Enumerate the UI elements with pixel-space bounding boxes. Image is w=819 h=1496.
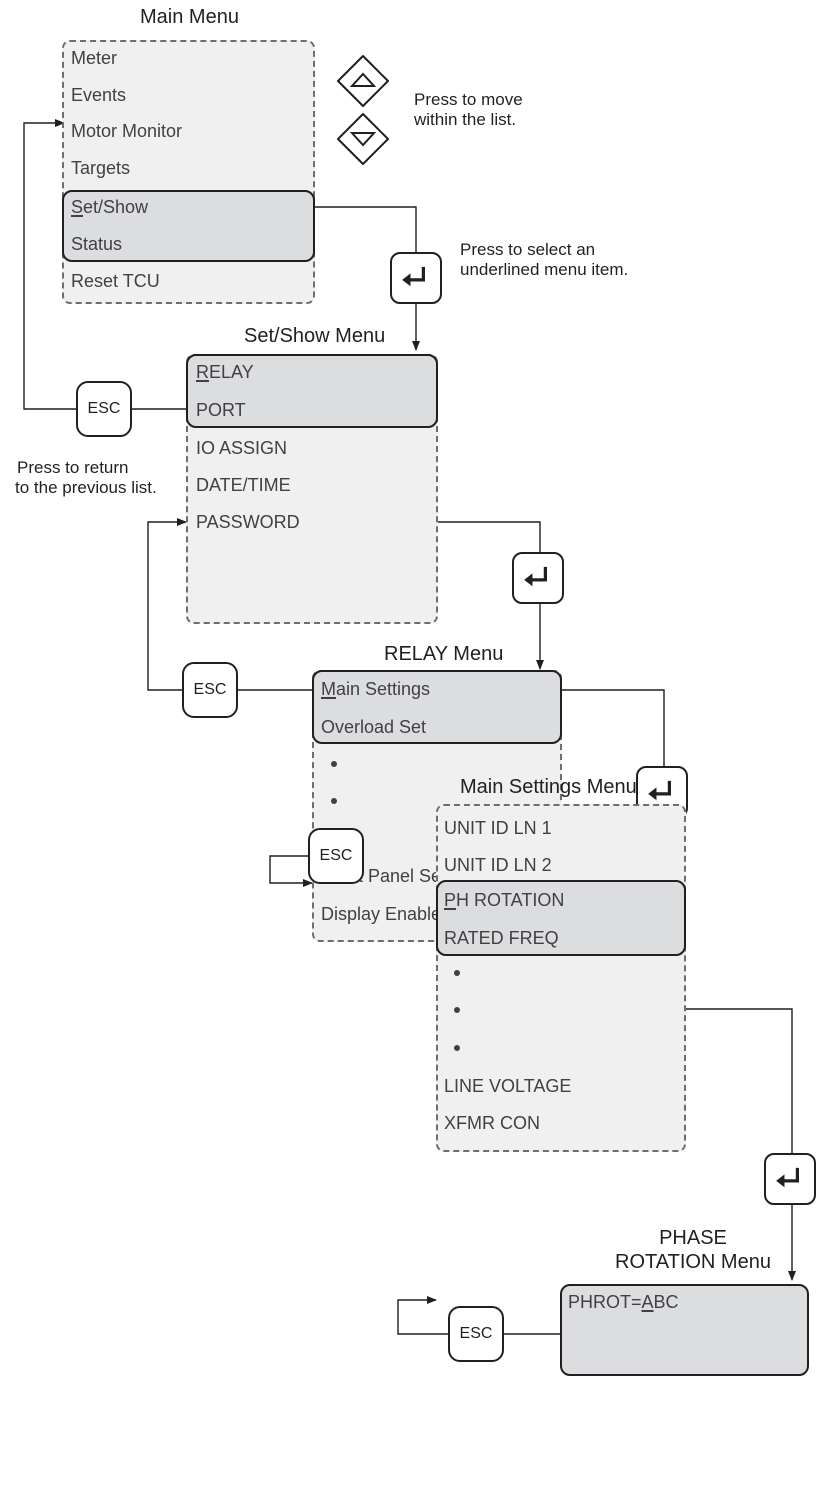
menu-item-unit-id-ln1[interactable]: UNIT ID LN 1 bbox=[444, 818, 552, 838]
phase-title-line1: PHASE bbox=[659, 1227, 727, 1249]
return-note-line2: to the previous list. bbox=[15, 478, 157, 497]
menu-item-rated-freq[interactable]: RATED FREQ bbox=[444, 928, 559, 948]
set-show-menu-title: Set/Show Menu bbox=[244, 325, 386, 347]
underlined-letter: R bbox=[196, 362, 209, 382]
underlined-letter: A bbox=[641, 1292, 654, 1312]
select-note: Press to select an underlined menu item. bbox=[460, 240, 628, 280]
esc-button-4[interactable]: ESC bbox=[448, 1306, 504, 1362]
phrot-rest: BC bbox=[653, 1292, 679, 1312]
ellipsis-dot bbox=[331, 761, 337, 767]
ellipsis-dot bbox=[454, 1045, 460, 1051]
connector-main-to-setshow bbox=[314, 206, 417, 252]
item-rest: et/Show bbox=[83, 197, 149, 217]
menu-item-reset-tcu[interactable]: Reset TCU bbox=[71, 271, 160, 291]
connector-setshow-to-relay bbox=[438, 521, 541, 552]
up-button-outline bbox=[337, 55, 389, 107]
phrot-value-field[interactable]: PHROT=ABC bbox=[568, 1292, 679, 1313]
set-show-menu-highlight bbox=[186, 354, 438, 428]
connector-esc-to-main bbox=[23, 119, 76, 410]
menu-item-targets[interactable]: Targets bbox=[71, 158, 131, 178]
esc-button-3[interactable]: ESC bbox=[308, 828, 364, 884]
underlined-letter: M bbox=[321, 679, 336, 699]
menu-item-motor-monitor[interactable]: Motor Monitor bbox=[71, 121, 183, 141]
phase-title-line2: ROTATION Menu bbox=[615, 1251, 771, 1273]
phase-rotation-menu-title: PHASE ROTATION Menu bbox=[598, 1226, 788, 1274]
return-note: Press to return to the previous list. bbox=[15, 458, 157, 498]
nav-note-line2: within the list. bbox=[414, 110, 517, 129]
connector-relay-to-main bbox=[562, 689, 665, 766]
enter-icon bbox=[530, 566, 547, 582]
item-rest: ELAY bbox=[209, 362, 254, 382]
item-rest: H ROTATION bbox=[456, 890, 565, 910]
down-triangle-icon bbox=[349, 132, 377, 147]
esc-button-2[interactable]: ESC bbox=[182, 662, 238, 718]
menu-item-password[interactable]: PASSWORD bbox=[196, 512, 300, 532]
menu-item-display-enable[interactable]: Display Enable bbox=[321, 904, 442, 924]
connector-esc-to-main-settings bbox=[397, 1296, 448, 1335]
main-settings-menu-highlight bbox=[436, 880, 686, 956]
select-note-line2: underlined menu item. bbox=[460, 260, 629, 279]
enter-icon bbox=[782, 1167, 799, 1183]
enter-icon bbox=[654, 780, 671, 796]
underlined-letter: P bbox=[444, 890, 457, 910]
down-button-outline bbox=[337, 113, 389, 165]
enter-icon bbox=[408, 266, 425, 282]
up-arrow-button[interactable] bbox=[330, 50, 396, 116]
menu-item-unit-id-ln2[interactable]: UNIT ID LN 2 bbox=[444, 855, 552, 875]
item-rest: ain Settings bbox=[336, 679, 431, 699]
menu-item-meter[interactable]: Meter bbox=[71, 48, 118, 68]
menu-item-main-settings[interactable]: Main Settings bbox=[321, 679, 430, 700]
phrot-prefix: PHROT= bbox=[568, 1292, 642, 1312]
connector-main-to-phase bbox=[686, 1008, 793, 1153]
relay-menu-highlight bbox=[312, 670, 562, 744]
main-menu-highlight bbox=[62, 190, 315, 262]
main-settings-menu-title: Main Settings Menu bbox=[460, 776, 637, 798]
esc-button-1[interactable]: ESC bbox=[76, 381, 132, 437]
menu-item-set-show[interactable]: Set/Show bbox=[71, 197, 148, 218]
connector-esc-to-setshow bbox=[147, 518, 187, 691]
ellipsis-dot bbox=[331, 798, 337, 804]
menu-item-xfmr-con[interactable]: XFMR CON bbox=[444, 1113, 540, 1133]
menu-item-io-assign[interactable]: IO ASSIGN bbox=[196, 438, 288, 458]
up-triangle-icon bbox=[349, 72, 377, 87]
menu-item-events[interactable]: Events bbox=[71, 85, 127, 105]
down-arrow-button[interactable] bbox=[330, 108, 396, 174]
main-settings-menu-panel bbox=[436, 804, 686, 1152]
menu-item-ph-rotation[interactable]: PH ROTATION bbox=[444, 890, 564, 911]
menu-item-relay[interactable]: RELAY bbox=[196, 362, 254, 383]
enter-button-1[interactable] bbox=[390, 252, 442, 304]
ellipsis-dot bbox=[454, 970, 460, 976]
nav-note: Press to move within the list. bbox=[414, 90, 523, 130]
menu-item-port[interactable]: PORT bbox=[196, 400, 246, 420]
phase-rotation-menu-panel bbox=[560, 1284, 809, 1376]
connector-esc-to-relay bbox=[269, 855, 313, 887]
menu-item-overload-set[interactable]: Overload Set bbox=[321, 717, 427, 737]
underlined-letter: S bbox=[71, 197, 84, 217]
enter-button-2[interactable] bbox=[512, 552, 564, 604]
menu-item-status[interactable]: Status bbox=[71, 234, 123, 254]
relay-menu-title: RELAY Menu bbox=[384, 643, 504, 665]
nav-note-line1: Press to move bbox=[414, 90, 523, 109]
enter-button-4[interactable] bbox=[764, 1153, 816, 1205]
main-menu-title: Main Menu bbox=[140, 6, 239, 28]
return-note-line1: Press to return bbox=[17, 458, 129, 477]
menu-item-line-voltage[interactable]: LINE VOLTAGE bbox=[444, 1076, 572, 1096]
ellipsis-dot bbox=[454, 1007, 460, 1013]
menu-item-date-time[interactable]: DATE/TIME bbox=[196, 475, 291, 495]
select-note-line1: Press to select an bbox=[460, 240, 596, 259]
